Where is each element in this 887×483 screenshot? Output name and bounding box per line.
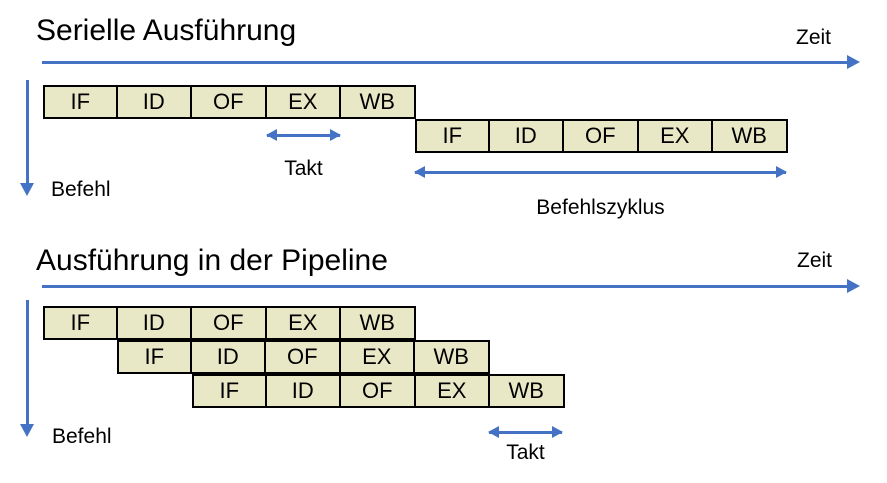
stage-cell-wb: WB [341,85,416,119]
serial-cycle-label: Befehlszyklus [536,196,665,219]
serial-instruction-1-row: IF ID OF EX WB [43,85,416,119]
serial-cycle-span-arrow-icon [414,166,787,178]
stage-cell-of: OF [564,119,639,153]
pipeline-section-title: Ausführung in der Pipeline [36,244,388,277]
stage-cell-ex: EX [266,85,341,119]
serial-time-axis-arrow-icon [42,55,860,69]
serial-instruction-2-row: IF ID OF EX WB [415,119,788,153]
pipeline-instruction-1-row: IF ID OF EX WB [43,306,416,340]
stage-cell-id: ID [266,374,341,408]
stage-cell-if: IF [43,85,118,119]
stage-cell-wb: WB [415,340,490,374]
stage-cell-id: ID [489,119,564,153]
serial-time-axis-label: Zeit [796,26,832,49]
serial-instruction-axis-arrow-icon [20,80,34,196]
pipeline-instruction-2-row: IF ID OF EX WB [117,340,490,374]
pipeline-instruction-axis-arrow-icon [20,300,34,437]
stage-cell-of: OF [192,306,267,340]
stage-cell-id: ID [117,85,192,119]
stage-cell-ex: EX [340,340,415,374]
serial-clock-span-arrow-icon [266,129,341,141]
pipeline-time-axis-arrow-icon [42,279,860,293]
pipeline-clock-label: Takt [506,441,545,464]
serial-section-title: Serielle Ausführung [36,14,297,47]
stage-cell-if: IF [43,306,118,340]
stage-cell-wb: WB [713,119,788,153]
pipeline-time-axis-label: Zeit [797,249,833,272]
stage-cell-ex: EX [638,119,713,153]
stage-cell-if: IF [192,374,267,408]
stage-cell-id: ID [191,340,266,374]
pipeline-clock-span-arrow-icon [488,426,563,438]
stage-cell-if: IF [117,340,192,374]
pipeline-instruction-3-row: IF ID OF EX WB [192,374,565,408]
stage-cell-if: IF [415,119,490,153]
stage-cell-ex: EX [415,374,490,408]
stage-cell-of: OF [266,340,341,374]
stage-cell-of: OF [341,374,416,408]
stage-cell-ex: EX [266,306,341,340]
serial-clock-label: Takt [284,157,323,180]
stage-cell-id: ID [117,306,192,340]
pipeline-instruction-axis-label: Befehl [52,425,112,448]
stage-cell-wb: WB [341,306,416,340]
stage-cell-of: OF [192,85,267,119]
stage-cell-wb: WB [490,374,565,408]
serial-instruction-axis-label: Befehl [51,178,111,201]
